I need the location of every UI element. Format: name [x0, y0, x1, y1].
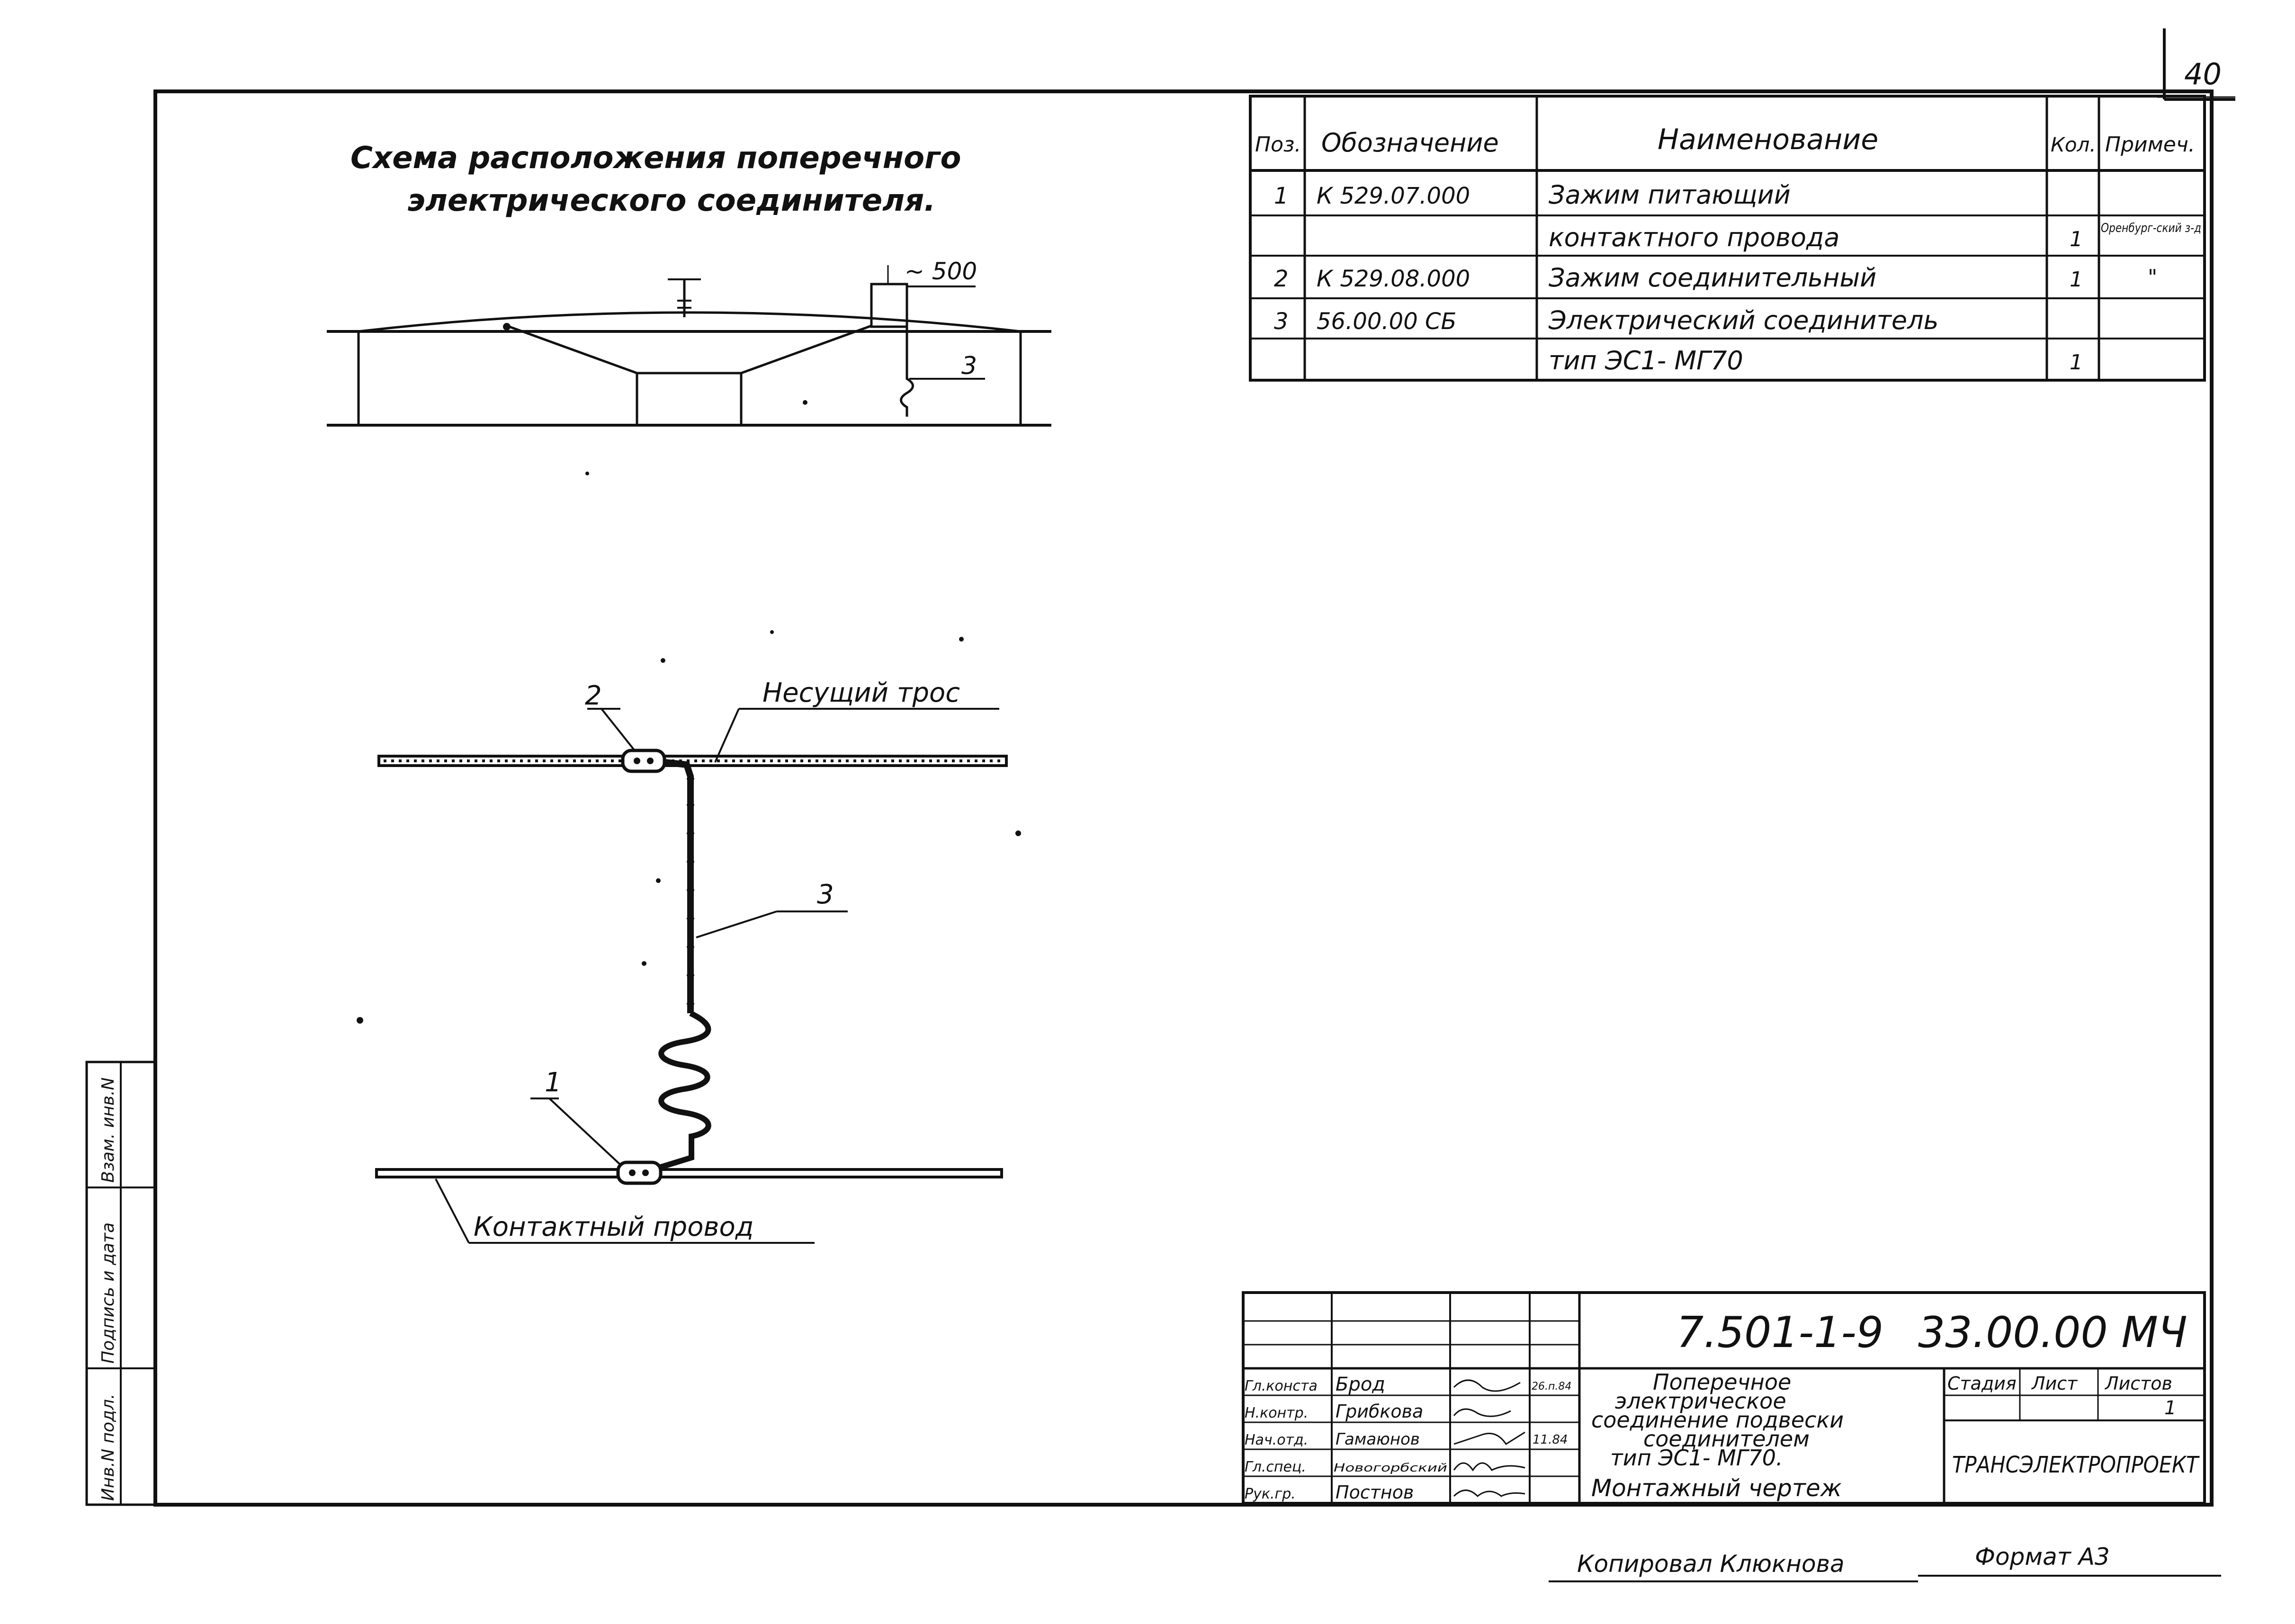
sheet-number-box: 40 [2157, 28, 2235, 101]
row1-pos: 1 [1274, 183, 1289, 209]
sig-role-2: Н.контр. [1245, 1405, 1308, 1421]
col-header-qty: Кол. [2051, 133, 2096, 156]
sheet-header: Лист [2031, 1373, 2078, 1394]
row3-qty: 1 [2070, 268, 2083, 292]
col-header-name: Наименование [1658, 123, 1878, 156]
desc-line-4: соединителем [1643, 1426, 1810, 1452]
sig-role-4: Гл.спец. [1245, 1459, 1306, 1475]
side-stamp-replace: Взам. инв.N [99, 1078, 118, 1183]
desc-line-2: электрическое [1615, 1388, 1786, 1414]
sheet-number: 40 [2184, 57, 2222, 91]
feeding-clamp [616, 1160, 663, 1185]
sig-role-5: Рук.гр. [1245, 1486, 1296, 1502]
col-header-pos: Поз. [1255, 133, 1301, 157]
row4-name: Электрический соединитель [1548, 305, 1938, 335]
row3-name: Зажим соединительный [1549, 263, 1876, 293]
copied-by: Копировал Клюкнова [1577, 1550, 1845, 1578]
sig-name-4: Новогорбский [1334, 1461, 1447, 1474]
paper-format: Формат А3 [1975, 1543, 2110, 1570]
scheme-title-line1: Схема расположения поперечного [350, 141, 961, 176]
span-scheme: ~ 500 3 [327, 258, 1051, 427]
sig-date-3: 11.84 [1533, 1433, 1568, 1447]
sig-role-1: Гл.конста [1245, 1378, 1318, 1394]
scheme-title-line2: электрического соединителя. [407, 183, 935, 218]
sig-date-1: 26.п.84 [1532, 1381, 1571, 1392]
pos-1-label: 1 [545, 1067, 562, 1098]
sheets-header: Листов [2104, 1373, 2172, 1394]
pos-2-label: 2 [585, 680, 602, 711]
row3-designation: К 529.08.000 [1317, 266, 1470, 292]
doc-code-right: 33.00.00 МЧ [1918, 1308, 2187, 1357]
sig-name-3: Гамаюнов [1336, 1430, 1420, 1449]
col-header-designation: Обозначение [1321, 128, 1499, 158]
row5-qty: 1 [2070, 350, 2083, 375]
title-block: 7.501-1-9 33.00.00 МЧ Гл.конста Брод 26.… [1242, 1291, 2206, 1505]
side-stamp-signature: Подпись и дата [99, 1222, 118, 1364]
doc-code-left: 7.501-1-9 [1676, 1308, 1883, 1357]
col-header-note: Примеч. [2105, 133, 2195, 157]
organization-name: ТРАНСЭЛЕКТРОПРОЕКТ [1952, 1452, 2200, 1478]
side-stamp-inv: Инв.N подл. [99, 1394, 118, 1501]
row3-note: " [2148, 265, 2157, 289]
row2-note: Оренбург-ский з-д [2101, 221, 2201, 235]
sig-name-2: Грибкова [1336, 1401, 1423, 1422]
row2-name: контактного провода [1549, 223, 1839, 252]
sig-role-3: Нач.отд. [1245, 1432, 1308, 1448]
desc-line-3: соединение подвески [1591, 1407, 1844, 1433]
signature-mark-4 [1453, 1462, 1525, 1472]
signature-mark-1 [1453, 1379, 1521, 1392]
contact-wire-label: Контактный провод [474, 1212, 753, 1242]
sheets-value: 1 [2164, 1397, 2176, 1419]
signature-mark-2 [1453, 1408, 1511, 1417]
row1-name: Зажим питающий [1549, 180, 1791, 210]
pos-3-label: 3 [817, 879, 834, 910]
row4-designation: 56.00.00 СБ [1317, 308, 1456, 335]
specification-table: Поз. Обозначение Наименование Кол. Приме… [1249, 95, 2206, 382]
signature-mark-5 [1453, 1490, 1525, 1498]
carrier-cable [377, 755, 1008, 767]
scan-specks [357, 400, 1021, 1024]
row1-designation: К 529.07.000 [1317, 183, 1470, 209]
dimension-label: ~ 500 [905, 258, 977, 285]
sig-name-1: Брод [1336, 1374, 1385, 1395]
sig-name-5: Постнов [1336, 1482, 1414, 1503]
drawing-frame [153, 89, 2214, 1507]
connecting-clamp [621, 749, 666, 773]
row5-name: тип ЭС1- МГ70 [1549, 346, 1743, 375]
row3-pos: 2 [1274, 266, 1289, 292]
signature-mark-3 [1453, 1431, 1525, 1446]
carrier-cable-label: Несущий трос [762, 678, 960, 708]
desc-line-1: Поперечное [1653, 1369, 1791, 1395]
side-stamp: Инв.N подл. Подпись и дата Взам. инв.N [85, 1061, 157, 1506]
row4-pos: 3 [1274, 308, 1289, 335]
scheme-pos-label: 3 [961, 352, 977, 380]
desc-line-5: тип ЭС1- МГ70. [1610, 1445, 1783, 1471]
insulator-icon [668, 278, 701, 317]
electric-connector [664, 759, 694, 1013]
connector-detail: 2 Несущий трос 3 1 Контактный провод [375, 678, 1008, 1244]
row2-qty: 1 [2070, 227, 2083, 251]
stage-header: Стадия [1947, 1373, 2017, 1394]
desc-line-6: Монтажный чертеж [1591, 1474, 1842, 1502]
contact-wire [375, 1168, 1003, 1178]
footer: Копировал Клюкнова Формат А3 [1549, 1543, 2221, 1582]
